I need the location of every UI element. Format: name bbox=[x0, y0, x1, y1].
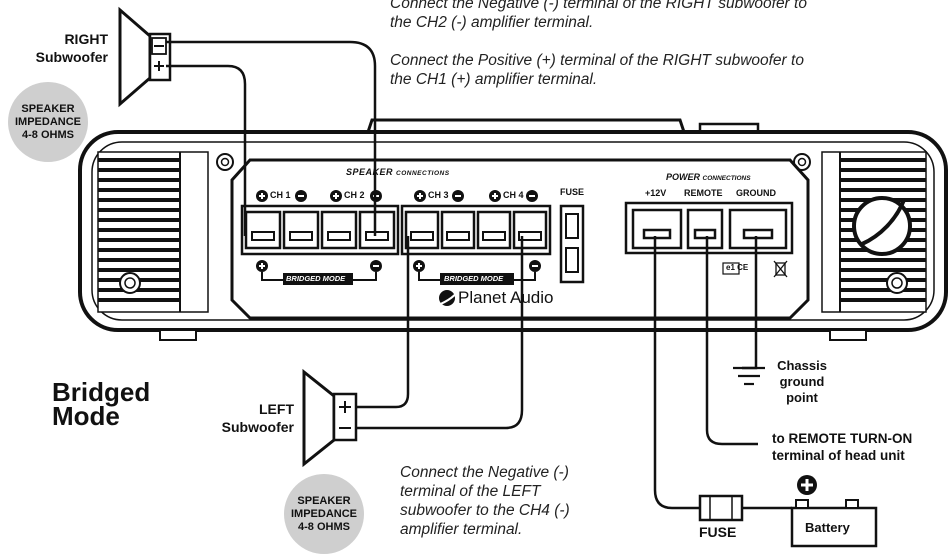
label-line: RIGHT bbox=[64, 31, 108, 47]
badge-line: IMPEDANCE bbox=[14, 115, 81, 128]
ch1-label: CH 1 bbox=[270, 190, 291, 200]
instruction-line: Connect the Positive (+) terminal of the… bbox=[390, 52, 804, 69]
screw-bottom-right bbox=[886, 272, 908, 294]
ground-symbol-icon bbox=[733, 366, 765, 386]
instruction-line: Connect the Negative (-) bbox=[400, 464, 569, 481]
ch3-label: CH 3 bbox=[428, 190, 449, 200]
label-sub: CONNECTIONS bbox=[702, 175, 751, 182]
label-sub: CONNECTIONS bbox=[396, 170, 450, 177]
impedance-badge-left: SPEAKER IMPEDANCE 4-8 OHMS bbox=[284, 474, 364, 554]
instruction-line: Connect the Negative (-) terminal of the… bbox=[390, 0, 807, 12]
right-subwoofer-icon bbox=[118, 6, 172, 108]
label-line: LEFT bbox=[259, 401, 294, 417]
terminal-screws bbox=[251, 231, 542, 241]
badge-line: 4-8 OHMS bbox=[298, 520, 350, 533]
instruction-line: the CH1 (+) amplifier terminal. bbox=[390, 71, 598, 88]
speaker-wires bbox=[166, 40, 524, 430]
badge-line: IMPEDANCE bbox=[290, 507, 357, 520]
ground-label: GROUND bbox=[736, 188, 776, 198]
label-line: point bbox=[786, 390, 818, 405]
right-subwoofer-label: RIGHT Subwoofer bbox=[30, 30, 108, 66]
left-subwoofer-label: LEFT Subwoofer bbox=[196, 400, 294, 436]
instruction-line: subwoofer to the CH4 (-) bbox=[400, 502, 570, 519]
bridged-mode-label-1: BRIDGED MODE bbox=[286, 274, 346, 283]
badge-line: SPEAKER bbox=[297, 494, 351, 507]
instruction-right-negative: Connect the Negative (-) terminal of the… bbox=[390, 0, 807, 32]
v12-label: +12V bbox=[645, 188, 667, 198]
amp-foot-right bbox=[829, 329, 867, 341]
label-line: terminal of head unit bbox=[772, 448, 905, 463]
impedance-badge-right: SPEAKER IMPEDANCE 4-8 OHMS bbox=[8, 82, 88, 162]
power-connections-label: POWER CONNECTIONS bbox=[666, 172, 751, 182]
battery-label: Battery bbox=[805, 520, 850, 535]
instruction-line: amplifier terminal. bbox=[400, 521, 523, 538]
amp-foot-left bbox=[159, 329, 197, 341]
screw-top-right bbox=[793, 153, 811, 171]
label-line: Subwoofer bbox=[35, 49, 108, 65]
instruction-left-negative: Connect the Negative (-) terminal of the… bbox=[400, 463, 570, 539]
chassis-ground-label: Chassis ground point bbox=[770, 358, 834, 406]
e-mark-icon bbox=[722, 262, 740, 275]
planet-logo-icon bbox=[852, 196, 912, 256]
cert-marks: e1 CE bbox=[726, 263, 749, 272]
left-heatsink bbox=[97, 151, 209, 313]
ch4-label: CH 4 bbox=[503, 190, 524, 200]
amp-top-ridge bbox=[366, 118, 686, 133]
label-main: POWER bbox=[666, 172, 701, 182]
label-line: ground bbox=[779, 374, 825, 389]
inline-fuse-icon bbox=[698, 494, 744, 522]
screw-bottom-left bbox=[119, 272, 141, 294]
title-line: Bridged bbox=[52, 377, 151, 407]
remote-turnon-label: to REMOTE TURN-ON terminal of head unit bbox=[772, 430, 912, 464]
speaker-terminals bbox=[244, 210, 548, 250]
left-subwoofer-icon bbox=[302, 368, 358, 468]
instruction-line: terminal of the LEFT bbox=[400, 483, 541, 500]
label-line: to REMOTE TURN-ON bbox=[772, 431, 913, 446]
mode-title: Bridged Mode bbox=[52, 377, 151, 431]
ch2-label: CH 2 bbox=[344, 190, 365, 200]
amplifier-inner-rim bbox=[91, 141, 935, 321]
weee-bin-icon bbox=[773, 260, 788, 278]
instruction-line: the CH2 (-) amplifier terminal. bbox=[390, 14, 594, 31]
badge-line: 4-8 OHMS bbox=[22, 128, 74, 141]
bridged-mode-brackets bbox=[256, 260, 541, 285]
brand-logo-icon bbox=[435, 287, 461, 307]
remote-label: REMOTE bbox=[684, 188, 723, 198]
title-line: Mode bbox=[52, 401, 120, 431]
instruction-right-positive: Connect the Positive (+) terminal of the… bbox=[390, 51, 804, 89]
inline-fuse-label: FUSE bbox=[699, 524, 737, 540]
battery-icon bbox=[790, 475, 878, 548]
panel-fuse-holder bbox=[559, 204, 585, 284]
channel-polarity-markers bbox=[256, 190, 538, 202]
panel-fuse-label: FUSE bbox=[560, 187, 585, 197]
speaker-connections-label: SPEAKER CONNECTIONS bbox=[346, 167, 450, 177]
label-main: SPEAKER bbox=[346, 167, 394, 177]
screw-top-left bbox=[216, 153, 234, 171]
brand-name: Planet Audio bbox=[458, 288, 554, 307]
label-line: Chassis bbox=[777, 358, 827, 373]
badge-line: SPEAKER bbox=[21, 102, 75, 115]
label-line: Subwoofer bbox=[221, 419, 294, 435]
power-terminals bbox=[631, 208, 788, 250]
bridged-mode-label-2: BRIDGED MODE bbox=[444, 274, 504, 283]
